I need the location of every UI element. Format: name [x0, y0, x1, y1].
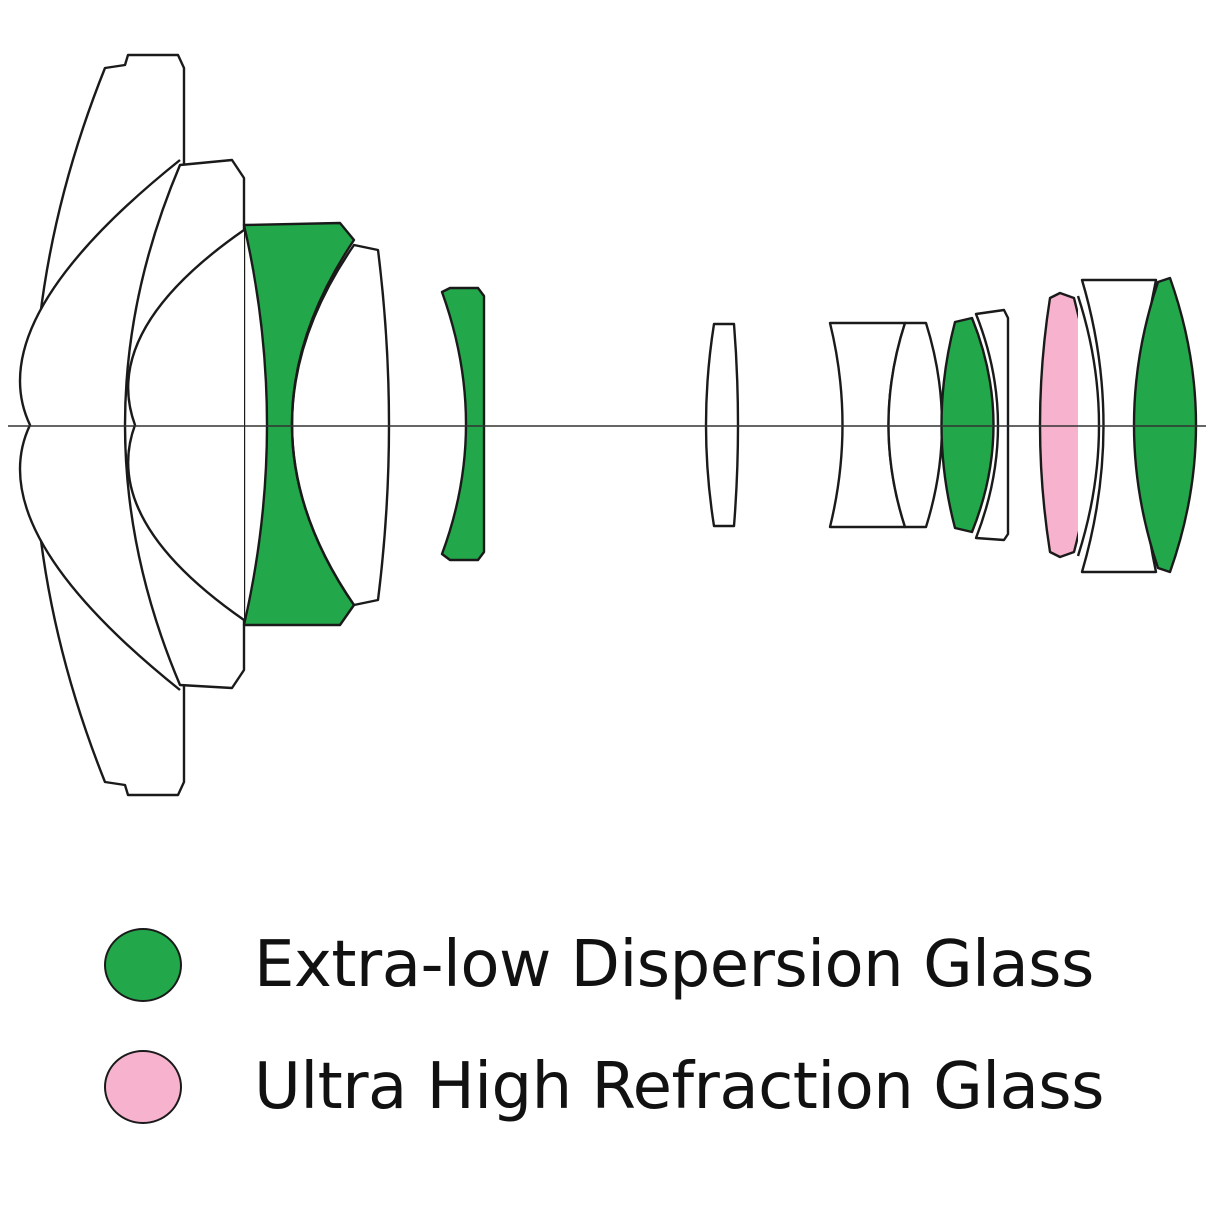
- lens-diagram: [8, 53, 1206, 797]
- legend-swatch-ed: [104, 928, 182, 1002]
- legend: Extra-low Dispersion Glass Ultra High Re…: [104, 910, 1104, 1142]
- lens-element: [242, 221, 356, 627]
- legend-label: Extra-low Dispersion Glass: [254, 928, 1094, 1002]
- lens-element: [704, 322, 740, 528]
- legend-item-ed: Extra-low Dispersion Glass: [104, 910, 1104, 1020]
- lens-element: [974, 308, 1010, 542]
- lens-element: [290, 243, 391, 607]
- legend-item-uhr: Ultra High Refraction Glass: [104, 1032, 1104, 1142]
- lens-element: [127, 229, 245, 621]
- lens-element: [940, 316, 995, 534]
- legend-label: Ultra High Refraction Glass: [254, 1050, 1104, 1124]
- legend-swatch-uhr: [104, 1050, 182, 1124]
- lens-element: [1132, 276, 1198, 574]
- lens-element: [887, 321, 944, 529]
- lens-element: [440, 286, 486, 562]
